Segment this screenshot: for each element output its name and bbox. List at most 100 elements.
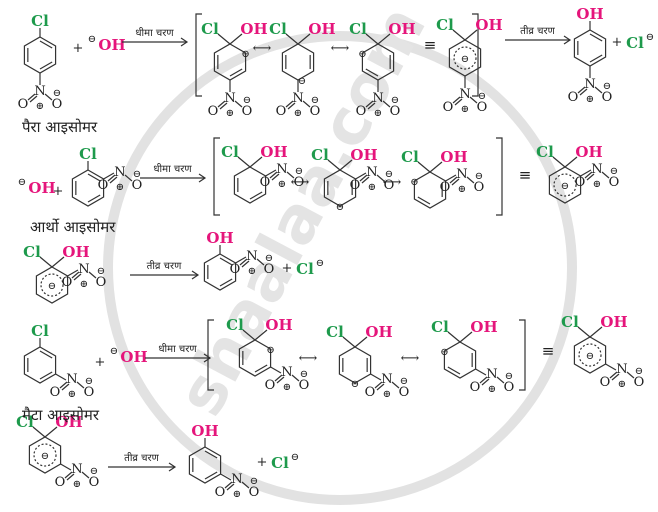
positive-charge: ⊕ [458,184,466,195]
positive-charge: ⊕ [36,101,44,112]
equivalence-sign: ≡ [542,342,555,360]
nitro-o: O [600,375,611,390]
fast-step-arrow-meta: तीव्र चरण [108,452,177,472]
negative-charge: ⊖ [300,369,308,380]
negative-charge: ⊖ [243,95,251,106]
resonance-arrow: ⟷ [383,175,402,190]
negative-charge: ⊖ [133,169,141,180]
chloride-charge: ⊖ [291,452,299,463]
nitro-o-minus: O [132,178,143,193]
nitro-o-minus: O [310,104,321,119]
chlorine-label: Cl [31,322,49,340]
hydroxyl-label: OH [191,422,218,440]
resonance-bracket-ortho [213,137,503,216]
fast-step-arrow-para: तीव्र चरण [505,25,572,45]
slow-step-arrow-meta-label: धीमा चरण [158,343,197,355]
nitro-o: O [575,175,586,190]
nitro-n: N [246,249,257,264]
hydroxyl-label: OH [388,20,415,38]
watermark: shaalaa.com [103,0,577,505]
nitro-o: O [350,178,361,193]
nitro-o-minus: O [294,175,305,190]
resonance-bracket-meta [207,319,526,391]
carbanion-charge: ⊖ [358,49,366,60]
nitro-o-minus: O [89,475,100,490]
positive-charge: ⊕ [294,108,302,119]
carbanion-charge: ⊖ [410,177,418,188]
nitro-o-minus: O [504,380,515,395]
negative-charge: ⊖ [391,95,399,106]
slow-step-arrow-ortho-label: धीमा चरण [153,163,192,175]
nitro-n: N [584,77,595,92]
positive-charge: ⊕ [593,179,601,190]
hydroxide-ion-charge: ⊖ [88,34,96,45]
slow-step-arrow-ortho: धीमा चरण [140,163,207,183]
nitro-n: N [456,167,467,182]
nitro-n: N [459,87,470,102]
nitro-o: O [365,385,376,400]
carbanion-charge: ⊖ [336,202,344,213]
negative-charge: ⊖ [385,169,393,180]
chloride-ion: Cl [296,260,314,278]
hydroxyl-label: OH [240,20,267,38]
hydroxyl-label: OH [265,316,292,334]
positive-charge: ⊕ [278,179,286,190]
chlorine-label: Cl [16,413,34,431]
nitro-o-minus: O [474,180,485,195]
hydroxyl-label: OH [600,313,627,331]
ring-charge: ⊖ [461,54,469,65]
hydroxide-ion-charge: ⊖ [110,346,118,357]
chlorine-label: Cl [536,143,554,161]
negative-charge: ⊖ [265,253,273,264]
nitro-o: O [356,104,367,119]
hydroxyl-label: OH [440,148,467,166]
slow-step-arrow-meta: धीमा चरण [145,343,212,363]
para-isomer-label: पैरा आइसोमर [22,118,98,136]
negative-charge: ⊖ [250,476,258,487]
nitro-n: N [71,462,82,477]
nitro-n: N [34,84,45,99]
nitro-o: O [50,385,61,400]
positive-charge: ⊕ [283,382,291,393]
nitro-n: N [276,162,287,177]
chlorine-label: Cl [401,148,419,166]
positive-charge: ⊕ [68,389,76,400]
chlorine-label: Cl [561,313,579,331]
hydroxyl-label: OH [206,229,233,247]
nitro-o-minus: O [477,100,488,115]
ring-charge: ⊖ [586,351,594,362]
hydroxyl-label: OH [350,146,377,164]
nitro-o: O [265,378,276,393]
negative-charge: ⊖ [603,81,611,92]
resonance-bracket-para [195,13,479,97]
equivalence-sign: ≡ [519,166,532,184]
positive-charge: ⊕ [116,182,124,193]
negative-charge: ⊖ [505,371,513,382]
carbanion-charge: ⊖ [298,76,306,87]
hydroxyl-label: OH [475,16,502,34]
positive-charge: ⊕ [383,389,391,400]
positive-charge: ⊕ [374,108,382,119]
carbanion-charge: ⊖ [266,345,274,356]
nitro-o: O [568,90,579,105]
hydroxyl-label: OH [62,243,89,261]
ring-charge: ⊖ [41,451,49,462]
plus-sign: + [257,455,268,470]
nitro-o: O [55,475,66,490]
chlorine-label: Cl [326,323,344,341]
carbanion-charge: ⊖ [351,379,359,390]
ortho-isomer-label: आर्थो आइसोमर [30,218,116,236]
positive-charge: ⊕ [80,279,88,290]
nitro-n: N [66,372,77,387]
